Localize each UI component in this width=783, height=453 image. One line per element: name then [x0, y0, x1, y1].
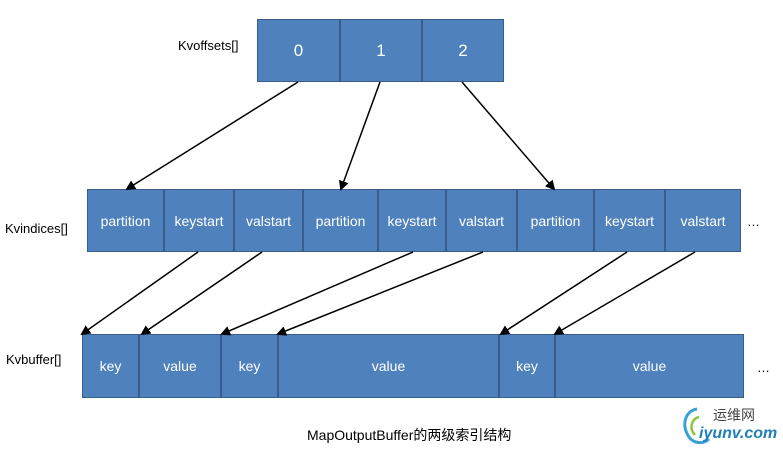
kvbuffer-cell: key [499, 334, 555, 398]
kvindices-cell: partition [87, 189, 164, 252]
watermark-top-text: 运维网 [713, 407, 755, 423]
kvindices-cell: valstart [665, 189, 741, 252]
kvbuffer-cell: key [82, 334, 139, 398]
arrow [125, 81, 299, 191]
swirl-icon [683, 407, 711, 445]
arrow [140, 251, 263, 336]
kvoffsets-cell: 2 [422, 19, 504, 82]
arrow [220, 251, 414, 336]
kvindices-cell: partition [517, 189, 594, 252]
arrow [553, 251, 696, 336]
kvoffsets-cell: 1 [340, 19, 422, 82]
kvoffsets-array: 0 1 2 [257, 19, 504, 82]
kvindices-cell: valstart [234, 189, 303, 252]
kvbuffer-ellipsis: … [757, 360, 770, 375]
kvindices-cell: keystart [594, 189, 665, 252]
arrow [461, 81, 556, 191]
kvoffsets-label: Kvoffsets[] [178, 38, 239, 53]
kvbuffer-cell: value [555, 334, 744, 398]
arrow [339, 81, 381, 191]
kvindices-array: partition keystart valstart partition ke… [87, 189, 741, 252]
kvbuffer-array: key value key value key value [82, 334, 744, 398]
kvindices-cell: keystart [164, 189, 234, 252]
figure-caption: MapOutputBuffer的两级索引结构 [307, 427, 512, 443]
kvindices-label: Kvindices[] [5, 221, 68, 236]
kvindices-cell: partition [303, 189, 378, 252]
kvbuffer-label: Kvbuffer[] [6, 352, 62, 367]
kvbuffer-cell: value [278, 334, 499, 398]
arrow [276, 251, 484, 336]
arrow [499, 251, 628, 336]
kvbuffer-cell: key [221, 334, 278, 398]
kvoffsets-cell: 0 [257, 19, 340, 82]
arrow [80, 251, 199, 336]
kvbuffer-cell: value [139, 334, 221, 398]
kvindices-cell: keystart [378, 189, 446, 252]
watermark-logo: 运维网 iyunv.com [677, 403, 777, 449]
kvindices-ellipsis: … [747, 214, 760, 229]
kvindices-cell: valstart [446, 189, 517, 252]
watermark-bottom-text: iyunv.com [699, 425, 778, 442]
